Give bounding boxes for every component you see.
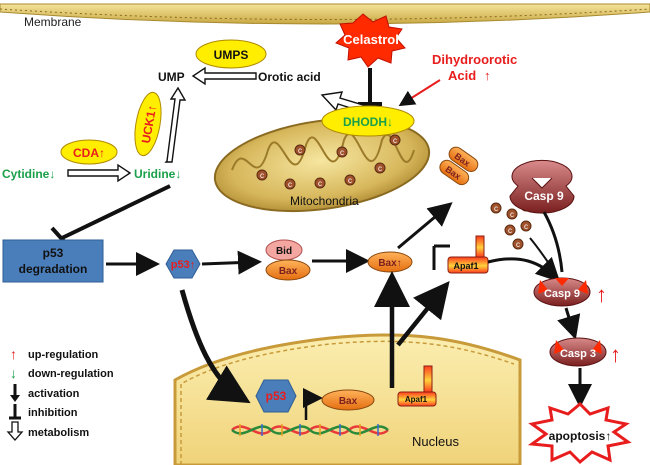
bax-nucleus-node <box>321 389 375 411</box>
casp3-label: Casp 3 <box>560 348 596 360</box>
apoptosis-starburst <box>527 401 632 465</box>
casp9-inactive-node <box>509 159 575 214</box>
bax-to-mito-arrow <box>397 202 453 250</box>
dihydroorotic-arrow <box>398 79 441 107</box>
legend-down-symbol: ↓ <box>10 365 17 381</box>
nucleus-label: Nucleus <box>412 434 459 449</box>
p53-to-bid-arrow <box>201 250 262 275</box>
cytochrome-c-glyph: c <box>340 148 344 157</box>
bax-mito-pore: Bax Bax <box>439 146 479 186</box>
legend-inhibition-icon <box>9 404 21 420</box>
casp3-node <box>549 337 607 367</box>
bax-cyto-node <box>265 259 311 281</box>
legend-inhibition-label: inhibition <box>28 407 78 419</box>
umps-label: UMPS <box>214 48 249 62</box>
cytochrome-c-glyph: c <box>378 164 382 173</box>
legend-down-label: down-regulation <box>28 368 114 380</box>
celastrol-starburst <box>335 13 406 68</box>
casp9-activation-line <box>542 211 564 273</box>
nucleus-to-apaf1-arrow <box>396 280 450 347</box>
bax-nucleus-label: Bax <box>339 396 358 407</box>
cytochrome-c-glyph: c <box>508 226 512 235</box>
legend-metabolism-label: metabolism <box>28 427 89 439</box>
cda-label: CDA↑ <box>73 146 105 160</box>
legend-metabolism-icon <box>6 421 24 441</box>
uck1-label: UCK1↑ <box>139 104 160 145</box>
casp9-active-node <box>533 277 591 307</box>
casp9-active-label: Casp 9 <box>544 288 580 300</box>
bax-up-label: Bax↑ <box>378 258 401 269</box>
legend-up-label: up-regulation <box>28 349 99 361</box>
p53-degradation-label-1: p53 <box>43 246 64 260</box>
casp9-up-arrow: ↑ <box>596 282 607 307</box>
dhodh-label: DHODH↓ <box>343 115 393 129</box>
p53-up-node <box>165 249 201 279</box>
orotic-acid-label: Orotic acid <box>258 70 321 84</box>
apaf1-nucleus-label: Apaf1 <box>405 395 428 404</box>
legend-activation-icon <box>10 384 20 402</box>
legend: ↑ up-regulation ↓ down-regulation activa… <box>6 346 114 441</box>
p53-degradation-box <box>2 239 104 283</box>
cytidine-to-uridine-arrow <box>67 163 132 183</box>
apoptosis-label: apoptosis↑ <box>549 429 612 443</box>
dihydroorotic-up-arrow: ↑ <box>484 68 491 83</box>
casp3-up-arrow: ↑ <box>610 342 621 367</box>
apaf1-to-casp9-arrow <box>487 256 561 283</box>
mitochondrion: c c c c c c c c <box>213 117 431 213</box>
p53-to-nucleus-arrow <box>179 289 251 404</box>
cytochrome-c-glyph: c <box>260 171 264 180</box>
legend-up-symbol: ↑ <box>10 346 17 362</box>
dihydroorotic-label-1: Dihydroorotic <box>432 52 517 67</box>
mitochondria-label: Mitochondria <box>290 194 359 208</box>
ump-label: UMP <box>158 70 185 84</box>
cytochrome-c-inside: c c c c c c c c <box>256 134 401 190</box>
cytochrome-c-glyph: c <box>298 146 302 155</box>
cytochrome-c-glyph: c <box>348 176 352 185</box>
cytochrome-c-glyph: c <box>524 222 528 231</box>
dhodh-node <box>321 105 415 137</box>
apaf1-cyto-label: Apaf1 <box>453 261 478 271</box>
cytochrome-c-glyph: c <box>494 204 498 213</box>
celastrol-label: Celastrol <box>343 32 399 47</box>
cytochrome-c-glyph: c <box>393 136 397 145</box>
p53-up-label: p53↑ <box>171 259 195 271</box>
membrane-label: Membrane <box>24 15 82 29</box>
celastrol-inhibition <box>358 68 382 106</box>
dihydroorotic-label-2: Acid <box>448 68 476 83</box>
cytochrome-c-glyph: c <box>318 179 322 188</box>
uridine-label: Uridine↓ <box>134 167 181 181</box>
umps-node <box>195 39 267 69</box>
cytochrome-c-glyph: c <box>510 210 514 219</box>
orotic-to-ump-arrow <box>191 66 257 86</box>
uck1-node: UCK1↑ <box>134 91 162 157</box>
apaf1-cyto-node: Apaf1 <box>447 235 489 274</box>
uridine-inhibition <box>50 184 171 250</box>
apaf1-nucleus-node: Apaf1 <box>397 365 437 407</box>
cytoc-to-casp9-line <box>529 237 557 275</box>
legend-activation-label: activation <box>28 388 80 400</box>
cell-membrane <box>0 3 650 25</box>
bax-cyto-label: Bax <box>279 266 298 277</box>
bid-label: Bid <box>276 246 292 257</box>
cytidine-label: Cytidine↓ <box>2 167 55 181</box>
transcription-arrow <box>303 388 323 420</box>
p53-nucleus-node <box>255 379 297 413</box>
casp9-to-casp3-arrow <box>557 307 581 340</box>
cytochrome-c-glyph: c <box>516 240 520 249</box>
cda-node <box>60 139 118 165</box>
p53-nucleus-label: p53 <box>266 389 287 403</box>
p53-degradation-label-2: degradation <box>19 262 88 276</box>
dna-helix <box>231 424 389 436</box>
cytochrome-c-glyph: c <box>288 180 292 189</box>
casp9-inactive-label: Casp 9 <box>524 189 564 203</box>
uridine-to-ump-arrow <box>164 86 187 163</box>
